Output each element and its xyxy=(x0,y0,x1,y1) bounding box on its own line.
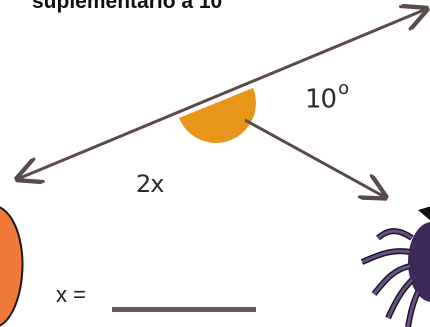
left-decorative-shape xyxy=(0,206,24,327)
degree-symbol: o xyxy=(338,78,349,99)
straight-line xyxy=(20,10,424,178)
answer-blank-field[interactable] xyxy=(112,307,256,312)
answer-prompt: x = xyxy=(56,282,86,307)
problem-title: suplementario a 10° xyxy=(32,0,231,13)
angle-ray xyxy=(244,118,383,196)
spider-clipart xyxy=(360,206,430,327)
known-angle-value: 10 xyxy=(305,84,337,115)
unknown-angle-label: 2x xyxy=(136,170,165,198)
